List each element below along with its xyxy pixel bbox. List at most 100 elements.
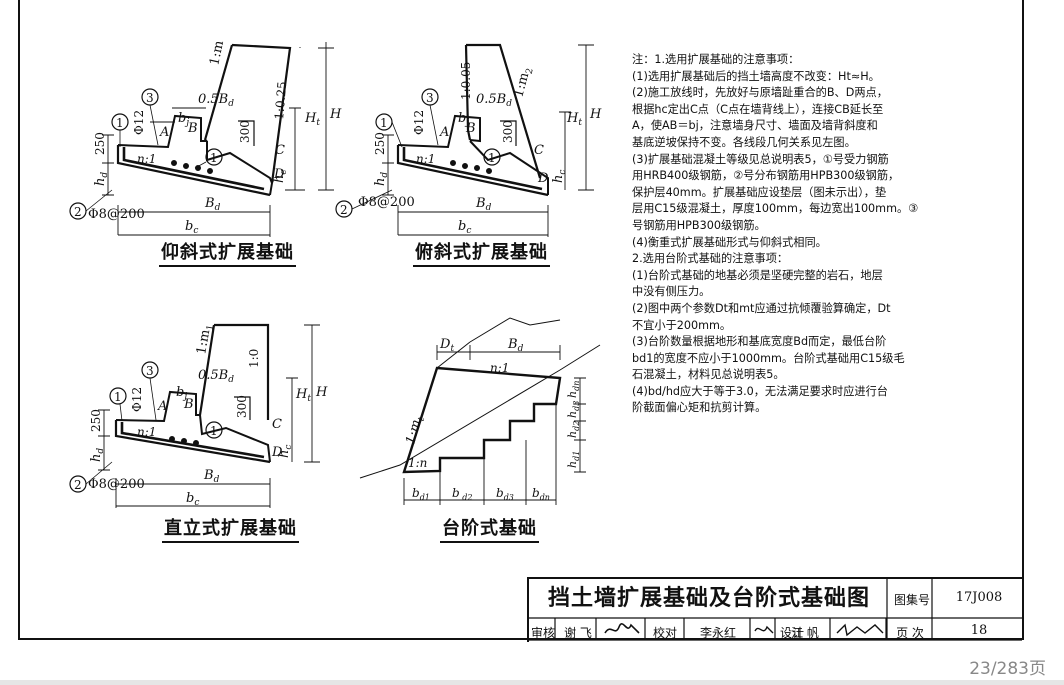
svg-text:Bd: Bd bbox=[507, 337, 524, 354]
svg-text:bj: bj bbox=[178, 111, 189, 128]
svg-text:hd: hd bbox=[93, 172, 110, 186]
note-line: 石混凝土，材料见总说明表5。 bbox=[632, 368, 785, 382]
note-line: A，使AB＝bj，注意墙身尺寸、墙面及墙背斜度和 bbox=[632, 119, 878, 133]
svg-text:Ht: Ht bbox=[295, 387, 311, 404]
note-line: (3)台阶数量根据地形和基底宽度Bd而定，最低台阶 bbox=[632, 335, 887, 349]
svg-text:300: 300 bbox=[501, 120, 515, 143]
note-line: (1)台阶式基础的地基必须是坚硬完整的岩石，地层 bbox=[632, 268, 883, 282]
svg-text:B: B bbox=[183, 397, 194, 412]
svg-text:Φ8@200: Φ8@200 bbox=[358, 195, 415, 210]
svg-text:bc: bc bbox=[186, 491, 199, 508]
viewer-page-indicator: 23/283页 bbox=[969, 659, 1046, 679]
note-line: 根据hc定出C点（C点在墙背线上），连接CB延长至 bbox=[632, 102, 884, 116]
viewer-bottom-bar bbox=[0, 680, 1064, 685]
svg-text:b d2: b d2 bbox=[452, 486, 472, 502]
svg-text:250: 250 bbox=[373, 132, 387, 155]
note-line: (3)扩展基础混凝土等级见总说明表5，①号受力钢筋 bbox=[632, 152, 889, 166]
svg-text:1: 1 bbox=[116, 116, 124, 130]
svg-text:0.5Bd: 0.5Bd bbox=[198, 92, 234, 109]
note-line: (2)施工放线时，先放好与原墙趾重合的B、D两点， bbox=[632, 86, 888, 100]
svg-text:Φ12: Φ12 bbox=[412, 110, 426, 135]
svg-text:1:m1: 1:m1 bbox=[194, 323, 216, 356]
svg-text:hdn: hdn bbox=[566, 381, 581, 398]
svg-text:Φ8@200: Φ8@200 bbox=[88, 477, 145, 492]
svg-text:2: 2 bbox=[74, 478, 82, 492]
diagram-taijie: Dt Bd n:1 1:mt 1:n hdn hd3 hd2 hd1 bd1 b… bbox=[359, 317, 601, 505]
svg-text:Ht: Ht bbox=[304, 111, 320, 128]
note-line: 层用C15级混凝土，厚度100mm，每边宽出100mm。③ bbox=[632, 202, 919, 216]
svg-text:Dt: Dt bbox=[439, 337, 454, 354]
note-line: 2.选用台阶式基础的注意事项： bbox=[632, 252, 789, 266]
page-label: 页 次 bbox=[896, 626, 924, 640]
note-line: 阶截面偏心矩和抗剪计算。 bbox=[632, 401, 767, 415]
caption-yangxie: 仰斜式扩展基础 bbox=[159, 238, 296, 267]
check-label: 校对 bbox=[652, 626, 677, 640]
svg-text:hd3: hd3 bbox=[566, 401, 581, 418]
svg-text:n:1: n:1 bbox=[137, 425, 156, 439]
signature-image bbox=[754, 625, 774, 634]
note-line: bd1的宽度不应小于1000mm。台阶式基础用C15级毛 bbox=[632, 351, 905, 365]
svg-text:bj: bj bbox=[176, 385, 187, 402]
svg-text:A: A bbox=[439, 125, 449, 140]
note-line: (4)衡重式扩展基础形式与仰斜式相同。 bbox=[632, 235, 827, 249]
design-label: 设计 bbox=[779, 626, 804, 640]
designer-name: 江 帆 bbox=[791, 626, 819, 640]
svg-text:hd2: hd2 bbox=[566, 421, 581, 438]
svg-text:3: 3 bbox=[146, 91, 154, 105]
svg-text:1:m2: 1:m2 bbox=[511, 65, 535, 99]
svg-text:hd1: hd1 bbox=[566, 451, 581, 468]
svg-text:Φ12: Φ12 bbox=[130, 387, 144, 412]
svg-text:hc: hc bbox=[551, 170, 568, 183]
note-line: 不宜小于200mm。 bbox=[632, 318, 732, 332]
svg-text:C: C bbox=[272, 417, 282, 432]
svg-text:A: A bbox=[157, 399, 167, 414]
svg-text:0.5Bd: 0.5Bd bbox=[198, 368, 234, 385]
svg-text:bd1: bd1 bbox=[412, 486, 430, 502]
svg-text:D: D bbox=[537, 171, 549, 186]
svg-text:H: H bbox=[315, 385, 328, 400]
svg-text:D: D bbox=[271, 445, 283, 460]
svg-text:B: B bbox=[465, 121, 476, 136]
svg-text:250: 250 bbox=[89, 409, 103, 432]
svg-text:Bd: Bd bbox=[204, 196, 221, 213]
svg-text:300: 300 bbox=[238, 120, 252, 143]
svg-text:1:n: 1:n bbox=[408, 456, 427, 470]
diagram-fuxie: 1:0.05 1:m2 Ht H 0.5Bd bj A B C D hc 300… bbox=[335, 43, 602, 237]
drawing-frame bbox=[18, 0, 1024, 640]
svg-text:n:1: n:1 bbox=[490, 361, 509, 375]
svg-text:1: 1 bbox=[114, 390, 122, 404]
svg-text:bc: bc bbox=[185, 219, 198, 236]
svg-text:300: 300 bbox=[235, 395, 249, 418]
svg-text:n:1: n:1 bbox=[137, 152, 156, 166]
svg-text:Φ12: Φ12 bbox=[132, 110, 146, 135]
checker-signature bbox=[753, 621, 775, 642]
svg-text:bj: bj bbox=[458, 111, 469, 128]
signature-image bbox=[836, 623, 884, 637]
svg-text:hd: hd bbox=[89, 448, 106, 462]
page-number: 18 bbox=[970, 623, 988, 638]
svg-text:1:0.25: 1:0.25 bbox=[272, 81, 289, 120]
svg-text:bd3: bd3 bbox=[496, 486, 514, 502]
svg-text:1: 1 bbox=[210, 151, 218, 165]
svg-text:A: A bbox=[159, 125, 169, 140]
notes-block: 注：1.选用扩展基础的注意事项： (1)选用扩展基础后的挡土墙高度不改变：Ht≈… bbox=[632, 52, 1024, 417]
atlas-label: 图集号 bbox=[893, 593, 930, 607]
svg-text:3: 3 bbox=[426, 91, 434, 105]
svg-text:1:0: 1:0 bbox=[247, 349, 261, 368]
note-line: (1)选用扩展基础后的挡土墙高度不改变：Ht≈H。 bbox=[632, 69, 880, 83]
svg-text:D: D bbox=[273, 167, 285, 182]
svg-text:0.5Bd: 0.5Bd bbox=[476, 92, 512, 109]
note-line: (4)bd/hd应大于等于3.0，无法满足要求时应进行台 bbox=[632, 384, 888, 398]
note-line: 用HRB400级钢筋，②号分布钢筋用HPB300级钢筋， bbox=[632, 169, 900, 183]
diagram-yangxie: 1:m 1:0.25 Ht H 0.5Bd bj A B C D hc 300 … bbox=[69, 39, 342, 237]
signature-image bbox=[604, 623, 640, 634]
svg-text:1: 1 bbox=[488, 151, 496, 165]
title-block: 挡土墙扩展基础及台阶式基础图 图集号 17J008 审核 谢 飞 校对 李永红 … bbox=[527, 577, 1024, 642]
atlas-number: 17J008 bbox=[955, 590, 1003, 605]
svg-text:Ht: Ht bbox=[566, 111, 582, 128]
svg-text:2: 2 bbox=[340, 203, 348, 217]
svg-text:bc: bc bbox=[458, 219, 471, 236]
svg-text:hd: hd bbox=[373, 172, 390, 186]
svg-text:bdn: bdn bbox=[532, 486, 550, 502]
